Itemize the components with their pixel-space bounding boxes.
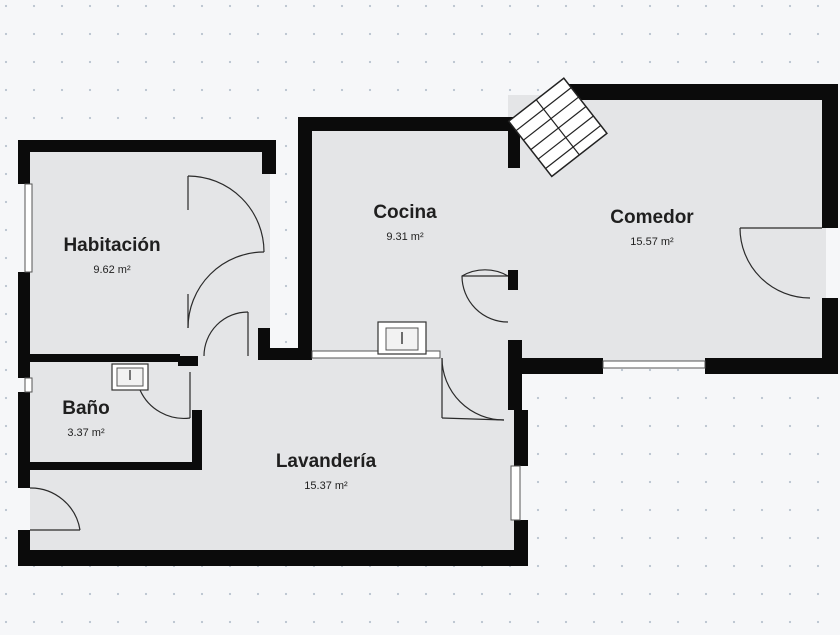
- wall: [508, 340, 522, 410]
- door-cocina-comedor: [461, 269, 509, 323]
- floor-lavanderia: [30, 358, 516, 554]
- door-bano: [139, 372, 191, 419]
- wall: [514, 520, 528, 566]
- room-area-cocina: 9.31 m²: [386, 231, 424, 243]
- room-name-comedor: Comedor: [610, 207, 694, 228]
- room-area-comedor: 15.57 m²: [630, 236, 674, 248]
- room-name-cocina: Cocina: [373, 202, 437, 223]
- room-labels: Habitación 9.62 m² Cocina 9.31 m² Comedo…: [62, 202, 694, 492]
- window-comedor: [602, 360, 706, 369]
- wall: [822, 84, 838, 228]
- room-area-habitacion: 9.62 m²: [93, 264, 131, 276]
- wall: [18, 140, 30, 184]
- wall: [508, 358, 603, 374]
- floor-habitacion: [30, 150, 270, 358]
- door-lavanderia-exterior: [29, 487, 81, 531]
- wall: [508, 128, 520, 168]
- wall: [30, 462, 202, 470]
- room-name-habitacion: Habitación: [63, 235, 160, 256]
- door-comedor-entrance: [739, 227, 822, 299]
- sink-bano: [111, 363, 149, 391]
- wall: [298, 117, 520, 131]
- door-habitacion-hall: [203, 311, 249, 357]
- wall: [258, 348, 312, 360]
- floor-cocina: [308, 130, 514, 358]
- walls: [18, 84, 838, 566]
- wall: [822, 298, 838, 374]
- floors: [30, 95, 826, 554]
- room-area-bano: 3.37 m²: [67, 427, 105, 439]
- wall: [705, 358, 838, 374]
- wall: [192, 410, 202, 470]
- wall: [18, 392, 30, 488]
- fixtures: [111, 77, 608, 391]
- wall: [514, 410, 528, 466]
- wall: [563, 84, 838, 100]
- windows: [24, 183, 706, 521]
- wall: [30, 354, 180, 362]
- wall: [18, 272, 30, 378]
- window-habitacion: [24, 183, 33, 273]
- wall: [18, 550, 528, 566]
- door-habitacion-double: [187, 175, 265, 329]
- window-lavanderia: [510, 465, 521, 521]
- doors: [29, 175, 822, 531]
- room-name-lavanderia: Lavandería: [276, 451, 377, 472]
- wall: [508, 270, 518, 290]
- room-name-bano: Baño: [62, 398, 110, 419]
- wall: [18, 140, 276, 152]
- wall: [298, 117, 312, 360]
- stairs-comedor: [507, 77, 608, 178]
- wall: [262, 140, 276, 174]
- window-bano: [24, 377, 33, 393]
- wall: [178, 356, 198, 366]
- room-area-lavanderia: 15.37 m²: [304, 480, 348, 492]
- window-cocina: [311, 350, 441, 359]
- sink-cocina: [377, 321, 427, 355]
- door-cocina-lavanderia: [441, 357, 505, 421]
